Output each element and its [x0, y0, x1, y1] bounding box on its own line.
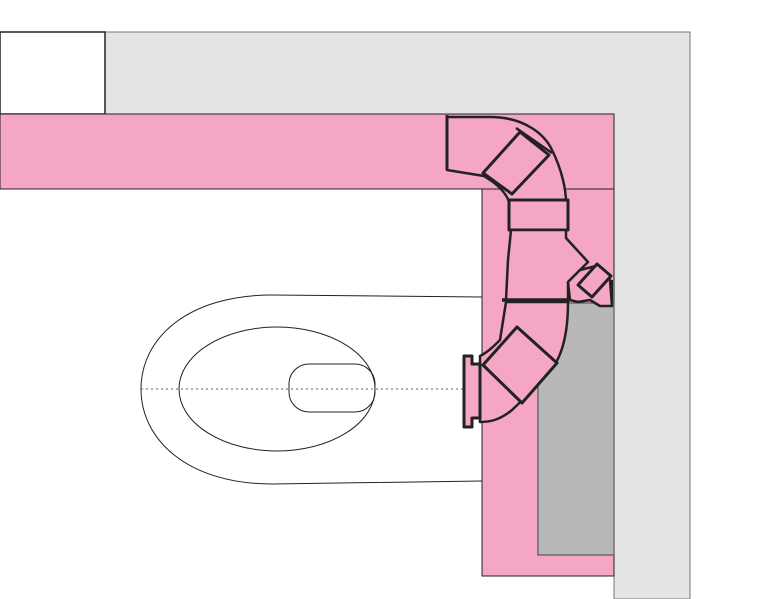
toilet-bowl — [140, 294, 483, 485]
side-branch-collar — [576, 262, 613, 299]
drain-pipework — [445, 115, 614, 429]
top-elbow-collar-lip — [515, 126, 553, 155]
toilet-connector — [462, 354, 482, 429]
toilet-outlet-recess — [288, 363, 376, 413]
lower-elbow-collar — [481, 325, 559, 405]
vertical-coupling — [507, 198, 570, 232]
door-opening — [0, 31, 106, 115]
top-elbow-collar — [481, 130, 551, 196]
